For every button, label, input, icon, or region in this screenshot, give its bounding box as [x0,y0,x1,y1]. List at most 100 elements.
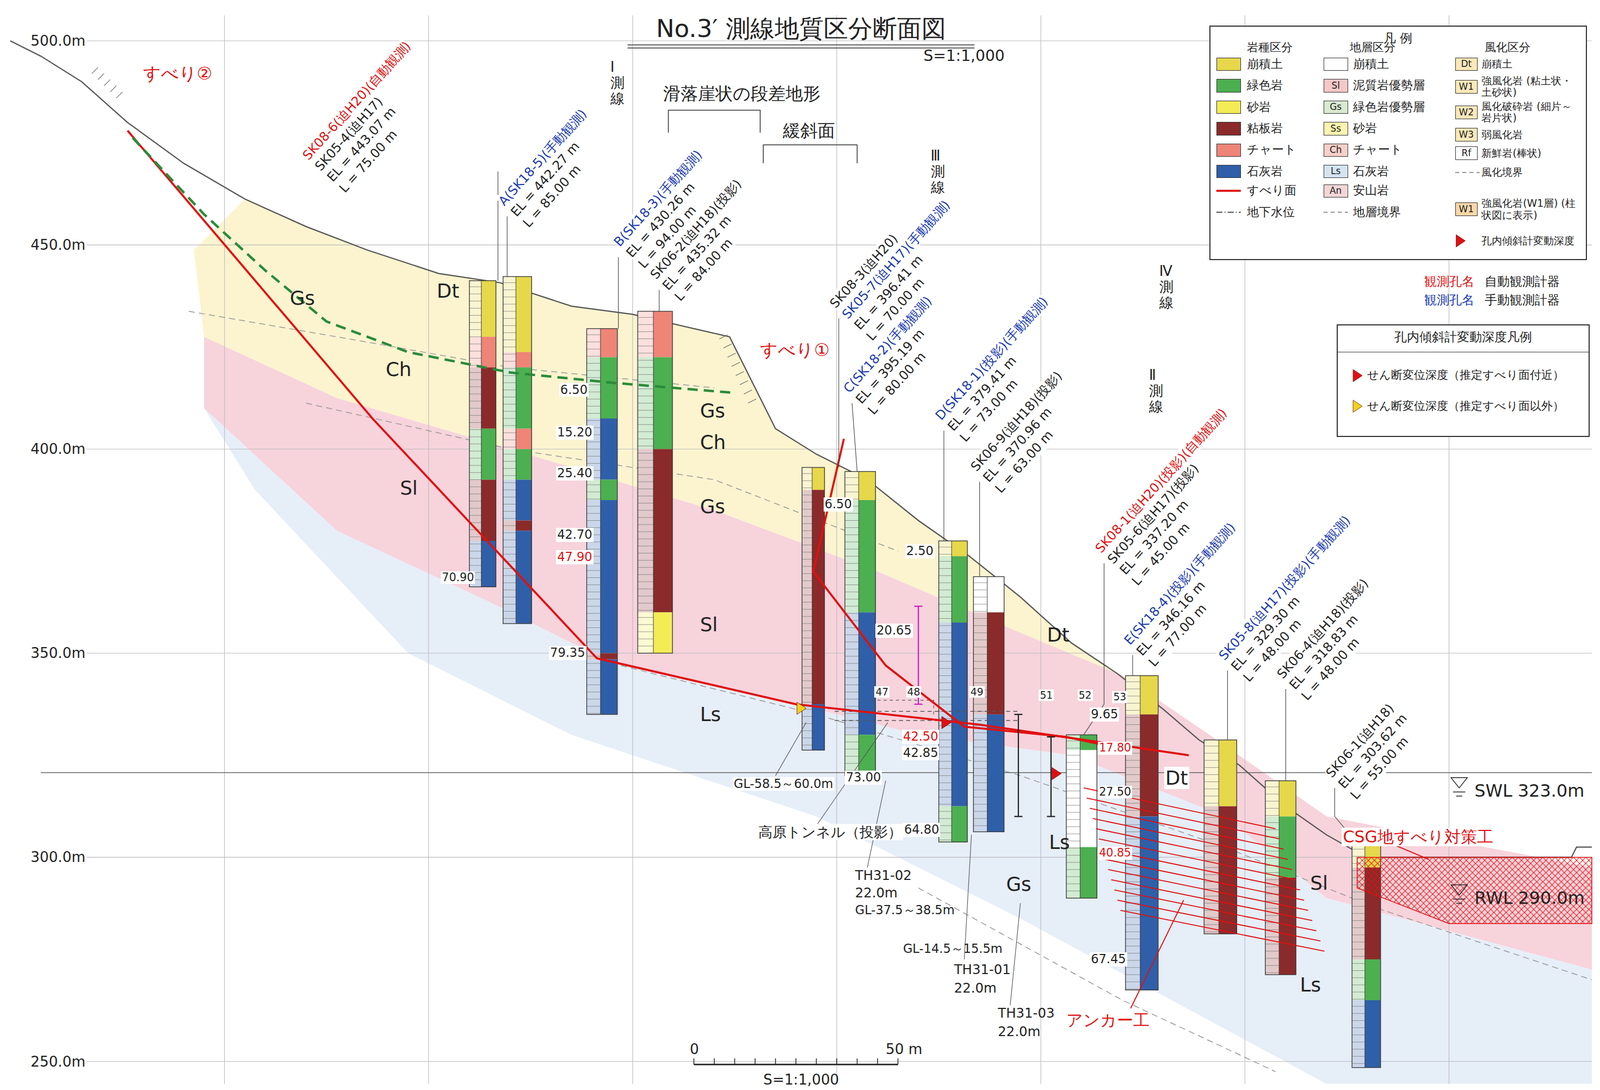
borehole-label-block: SK06-1(迫H18)EL = 303.62 mL = 55.00 m [1322,699,1423,803]
borehole-layer [653,612,673,653]
layer-boundary [188,311,715,388]
borehole-outline [1125,675,1159,991]
legend-text: 石灰岩 [1246,164,1283,179]
log-tick [1125,709,1141,711]
log-tick [801,651,813,653]
scarp-tick [727,353,736,358]
log-tick [801,587,813,589]
log-tick [973,810,987,812]
log-tick [973,718,987,719]
section-label: 48 [906,686,922,698]
borehole-layer [653,311,673,357]
legend-line-sample [1216,189,1241,193]
log-tick [503,575,517,576]
log-tick [503,496,517,498]
log-tick [1265,822,1280,823]
section-label: Gs [700,495,726,518]
log-tick [469,543,482,545]
log-tick [1351,934,1365,935]
log-tick [1066,883,1080,885]
section-label: Gs [289,286,315,310]
section-label: 風化区分 [1484,41,1531,55]
log-tick [801,501,813,503]
log-tick [586,334,601,336]
section-label: W1 [1459,81,1474,92]
log-tick [503,482,517,484]
legend-text: 緑色岩優勢層 [1353,100,1425,115]
range-bar [1014,815,1023,817]
legend-text: 強風化岩 (粘土状・土砂状) [1481,75,1582,99]
log-tick [844,477,859,478]
log-tick [586,391,601,393]
log-tick [973,596,987,598]
log-tick [1125,945,1141,947]
borehole-layer [1364,999,1381,1068]
leader-line [1130,899,1184,1009]
log-tick [637,624,654,625]
borehole-layer [515,530,532,624]
scarp-tick [116,91,123,98]
range-bar [1050,736,1052,817]
borehole-log [637,448,654,613]
section-label: S=1:1,000 [923,47,1005,65]
section-label: 51 [1038,689,1054,702]
section-label: 9.65 [1089,707,1120,722]
log-tick [1203,860,1219,861]
borehole-layer [1218,739,1237,807]
log-tick [973,732,987,733]
borehole-label-block: SK08-6(迫H20)(自動観測)SK05-4(迫H17)EL = 443.0… [299,38,451,196]
log-tick [939,582,953,583]
legend-text: チャート [1246,143,1297,157]
log-tick [844,563,859,564]
log-tick [801,515,813,517]
section-label: GL-58.5～60.0m [732,776,835,792]
legend-rule [1336,351,1590,352]
section-label: 450.0m [30,236,86,253]
log-tick [1351,962,1365,964]
section-label: Dt [1460,58,1472,70]
survey-line-label: Ⅳ測線 [1159,263,1174,311]
section-label: 64.80 [903,822,941,837]
log-tick [637,545,654,547]
log-tick [1351,984,1365,985]
log-tick [844,641,859,642]
scarp-tick [110,85,117,92]
log-tick [503,432,517,434]
bracket [763,144,858,164]
log-tick [1125,760,1141,761]
log-tick [1203,838,1219,839]
log-tick [1351,898,1365,900]
legend-text: 崩積土 [1246,57,1283,72]
borehole-column [637,311,673,653]
log-tick [469,507,482,509]
log-tick [939,789,953,790]
log-tick [1125,702,1141,704]
log-tick [503,489,517,491]
log-tick [801,680,813,681]
log-tick [503,303,517,305]
log-tick [1265,879,1280,880]
section-label: TH31-03 [997,1005,1055,1021]
log-tick [939,810,953,812]
log-tick [586,348,601,350]
log-tick [637,588,654,590]
log-tick [637,538,654,540]
section-label: W3 [1459,129,1474,140]
leader-line [658,289,660,312]
log-tick [1203,760,1219,761]
section-label: 6.50 [823,497,854,512]
section-label: 350.0m [30,644,86,661]
section-label: Ch [1329,144,1342,156]
log-tick [637,502,654,504]
scarp-tick [735,371,744,376]
borehole-log [469,280,482,337]
legend-text: せん断変位深度（推定すべり面以外） [1367,399,1565,413]
log-tick [503,353,517,355]
log-tick [1203,931,1219,932]
legend-swatch [1216,143,1241,157]
log-tick [801,530,813,531]
log-tick [637,516,654,518]
log-tick [801,594,813,596]
log-tick [939,696,953,697]
log-tick [1203,810,1219,811]
